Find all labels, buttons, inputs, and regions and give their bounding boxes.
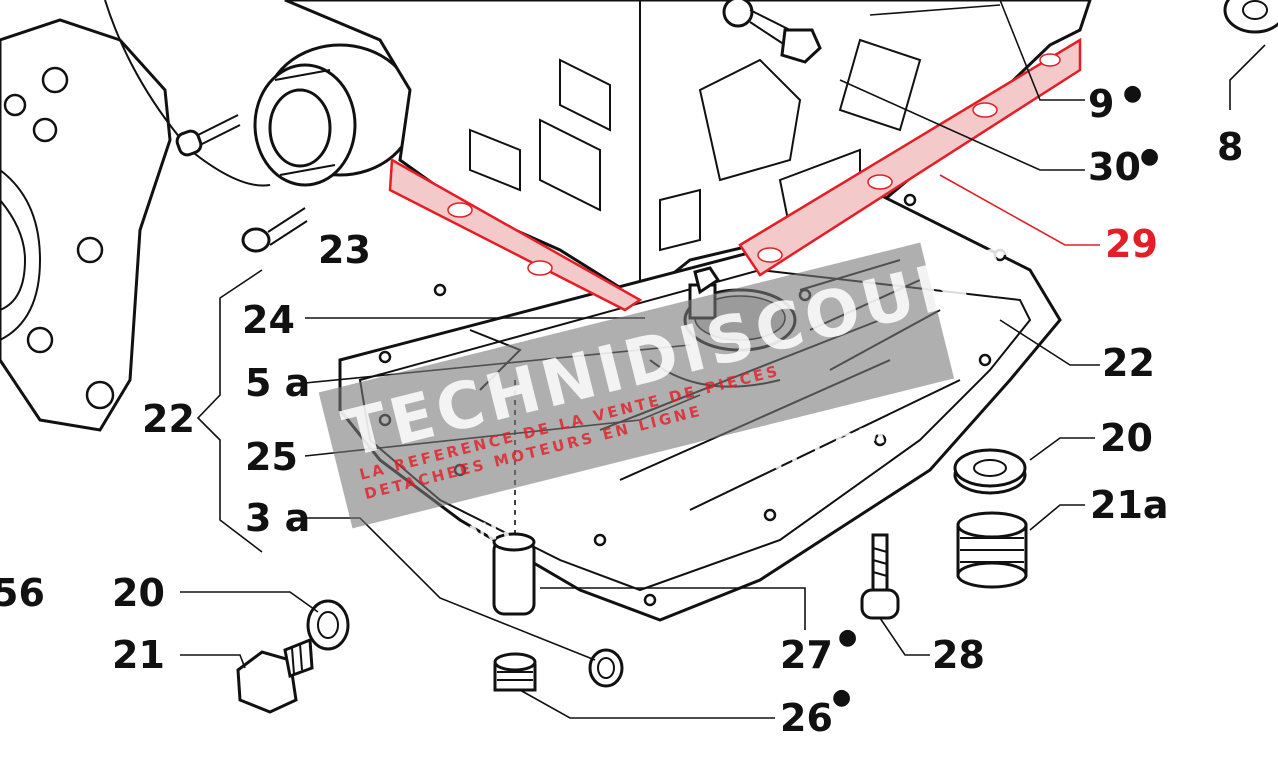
leader-21a — [1029, 504, 1085, 531]
leader-28 — [879, 617, 930, 656]
callout-24: 24 — [242, 298, 295, 342]
callout-5a: 5 a — [245, 361, 310, 405]
screw-top-left — [175, 114, 241, 157]
callout-25: 25 — [245, 435, 298, 479]
callout-27: 27 — [780, 633, 833, 677]
leader-21-left — [180, 654, 246, 669]
bolt-28 — [860, 533, 900, 620]
callout-30: 30 — [1088, 145, 1141, 189]
callout-9: 9 — [1088, 82, 1114, 126]
left-flange-housing — [0, 18, 172, 432]
leader-9b — [869, 4, 1001, 16]
callout-3a: 3 a — [245, 496, 310, 540]
threaded-plug-21a — [956, 511, 1028, 589]
screw-23 — [241, 207, 308, 253]
leader-3a — [305, 517, 596, 661]
bracket-22-left — [196, 269, 263, 553]
gasket-29-left — [388, 157, 643, 312]
leader-20-right — [1029, 437, 1095, 461]
callout-21-left: 21 — [112, 633, 165, 677]
watermark-band — [318, 242, 955, 529]
leader-8 — [1229, 44, 1266, 110]
callout-26-marker: ● — [832, 685, 851, 710]
callout-23: 23 — [318, 228, 371, 272]
callout-29: 29 — [1105, 222, 1158, 266]
callout-26: 26 — [780, 696, 833, 740]
stud-27 — [492, 532, 536, 616]
callout-27-marker: ● — [838, 625, 857, 650]
drain-plug-21 — [236, 637, 314, 714]
drain-plug-3a — [588, 648, 624, 688]
leader-26 — [519, 689, 775, 719]
callout-8: 8 — [1217, 125, 1243, 169]
leader-27 — [540, 587, 806, 630]
callout-56: 56 — [0, 571, 45, 615]
grub-screw-26 — [493, 652, 537, 692]
leader-22-right — [999, 319, 1100, 366]
callout-9-marker: ● — [1123, 81, 1142, 106]
callout-30-marker: ● — [1140, 144, 1159, 169]
callout-28: 28 — [932, 633, 985, 677]
callout-22-left: 22 — [142, 397, 195, 441]
callout-22-right: 22 — [1102, 341, 1155, 385]
callout-20-right: 20 — [1100, 416, 1153, 460]
leader-29 — [939, 174, 1100, 246]
leader-30 — [839, 79, 1085, 171]
leader-9 — [999, 0, 1085, 101]
callout-20-left: 20 — [112, 571, 165, 615]
gasket-29-right — [738, 37, 1082, 277]
corner-part-8 — [1223, 0, 1278, 34]
bolt-9 — [722, 0, 822, 64]
seal-ring-assembly — [253, 43, 417, 187]
leader-20-left — [180, 591, 319, 613]
callout-21a: 21a — [1090, 483, 1169, 527]
washer-20-left — [306, 599, 350, 651]
washer-20-right — [953, 448, 1027, 495]
